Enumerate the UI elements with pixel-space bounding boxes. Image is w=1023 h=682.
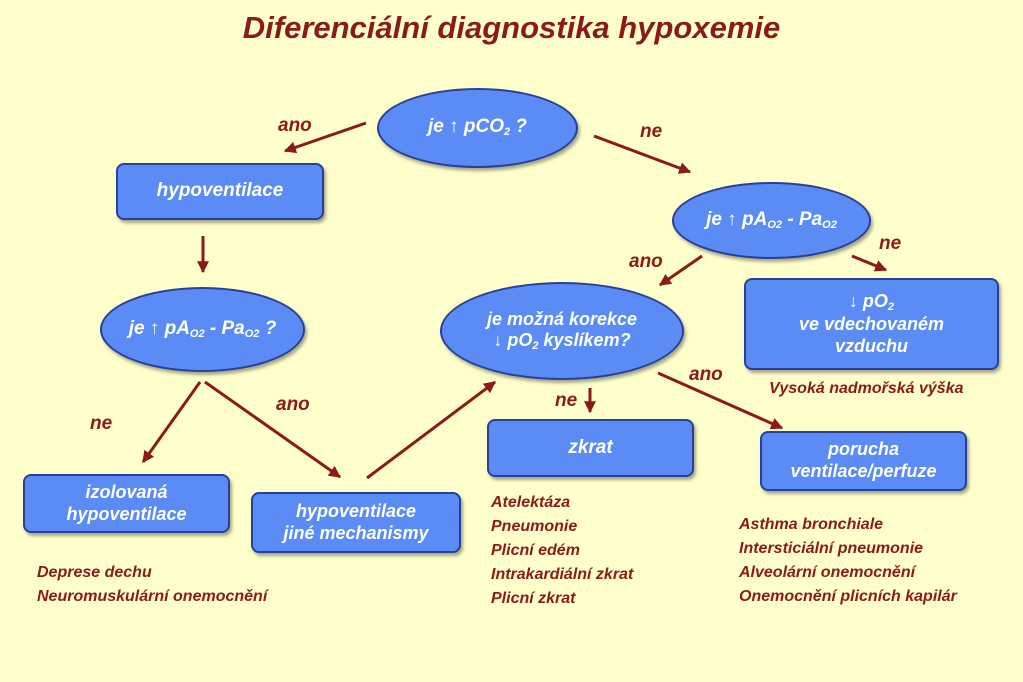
- list-item: Plicní edém: [491, 542, 580, 559]
- arrow-left-to-jine: [204, 380, 341, 479]
- list-item: Plicní zkrat: [491, 590, 576, 607]
- list-item: Deprese dechu: [37, 564, 152, 581]
- list-item: Neuromuskulární onemocnění: [37, 588, 268, 605]
- question-pco2[interactable]: je ↑ pCO2 ?: [377, 88, 578, 168]
- note-porucha-list: Asthma bronchiale Intersticiální pneumon…: [739, 513, 957, 609]
- list-item: Asthma bronchiale: [739, 516, 884, 533]
- arrow-left-to-izolovana: [141, 381, 202, 463]
- low-po2-box[interactable]: ↓ pO2 ve vdechovaném vzduchu: [744, 278, 999, 370]
- list-item: Intersticiální pneumonie: [739, 540, 924, 557]
- arrow-gradient-to-korekce: [659, 254, 703, 287]
- label-ne-gradient: ne: [879, 233, 902, 254]
- question-gradient-left[interactable]: je ↑ pAO2 - PaO2 ?: [100, 287, 305, 372]
- list-item: Pneumonie: [491, 518, 578, 535]
- label-ano-gradient: ano: [629, 251, 663, 272]
- label-ne-left: ne: [90, 413, 113, 434]
- list-item: Atelektáza: [491, 494, 571, 511]
- label-ne-korekce: ne: [555, 390, 578, 411]
- list-item: Onemocnění plicních kapilár: [739, 588, 957, 605]
- arrow-pco2-to-gradient: [593, 134, 692, 174]
- page-title: Diferenciální diagnostika hypoxemie: [242, 10, 781, 45]
- note-deprese-list: Deprese dechu Neuromuskulární onemocnění: [37, 561, 267, 609]
- arrow-pco2-to-hypoventilace: [283, 121, 367, 154]
- list-item: Alveolární onemocnění: [739, 564, 916, 581]
- question-korekce[interactable]: je možná korekce ↓ pO2 kyslíkem?: [440, 282, 684, 380]
- label-ano-pco2: ano: [278, 115, 312, 136]
- label-ano-left: ano: [276, 394, 310, 415]
- arrow-korekce-to-porucha: [657, 371, 784, 430]
- arrow-gradient-to-lowpo2: [851, 254, 888, 272]
- arrow-jine-to-korekce: [366, 380, 496, 480]
- label-ano-korekce: ano: [689, 364, 723, 385]
- note-zkrat-list: Atelektáza Pneumonie Plicní edém Intraka…: [491, 491, 633, 611]
- hypoventilace-box[interactable]: hypoventilace: [116, 163, 324, 220]
- list-item: Intrakardiální zkrat: [491, 566, 634, 583]
- label-ne-pco2: ne: [640, 121, 663, 142]
- note-vysoka-vyska: Vysoká nadmořská výška: [769, 380, 964, 397]
- question-gradient-right[interactable]: je ↑ pAO2 - PaO2: [672, 182, 871, 259]
- zkrat-box[interactable]: zkrat: [487, 419, 694, 477]
